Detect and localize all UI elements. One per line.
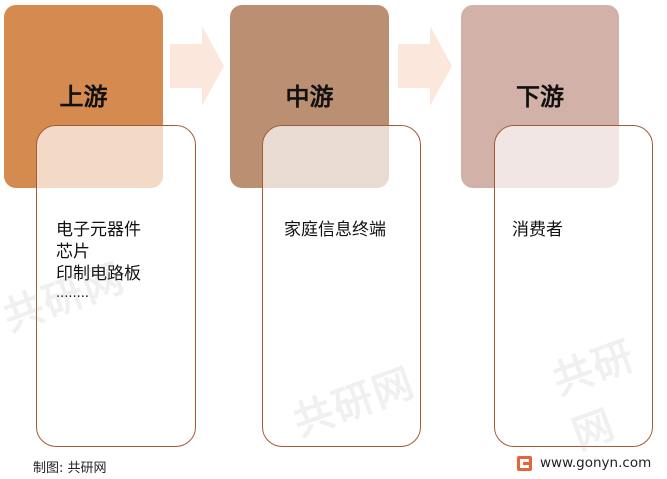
midstream-title: 中游: [285, 83, 334, 111]
downstream-items: 消费者: [512, 219, 563, 241]
upstream-title: 上游: [59, 83, 108, 111]
midstream-items: 家庭信息终端: [284, 219, 386, 241]
flow-arrow-icon: [170, 26, 224, 106]
flow-arrow-icon: [398, 26, 452, 106]
source-caption: 制图: 共研网: [33, 461, 107, 476]
downstream-title: 下游: [516, 83, 564, 111]
midstream-card: 家庭信息终端: [262, 125, 421, 447]
downstream-item: 消费者: [512, 220, 563, 240]
upstream-item: 印制电路板: [56, 264, 141, 284]
upstream-items: 电子元器件 芯片 印制电路板 ........: [56, 219, 141, 303]
gonyn-logo-icon: [517, 455, 532, 471]
upstream-item: 电子元器件: [56, 220, 141, 240]
downstream-card: 消费者: [494, 125, 653, 447]
website-caption: www.gonyn.com: [517, 455, 651, 471]
upstream-item: 芯片: [56, 242, 90, 262]
upstream-item: ........: [56, 286, 90, 301]
upstream-card: 电子元器件 芯片 印制电路板 ........: [36, 125, 196, 447]
website-url: www.gonyn.com: [540, 455, 652, 471]
midstream-item: 家庭信息终端: [284, 220, 386, 240]
